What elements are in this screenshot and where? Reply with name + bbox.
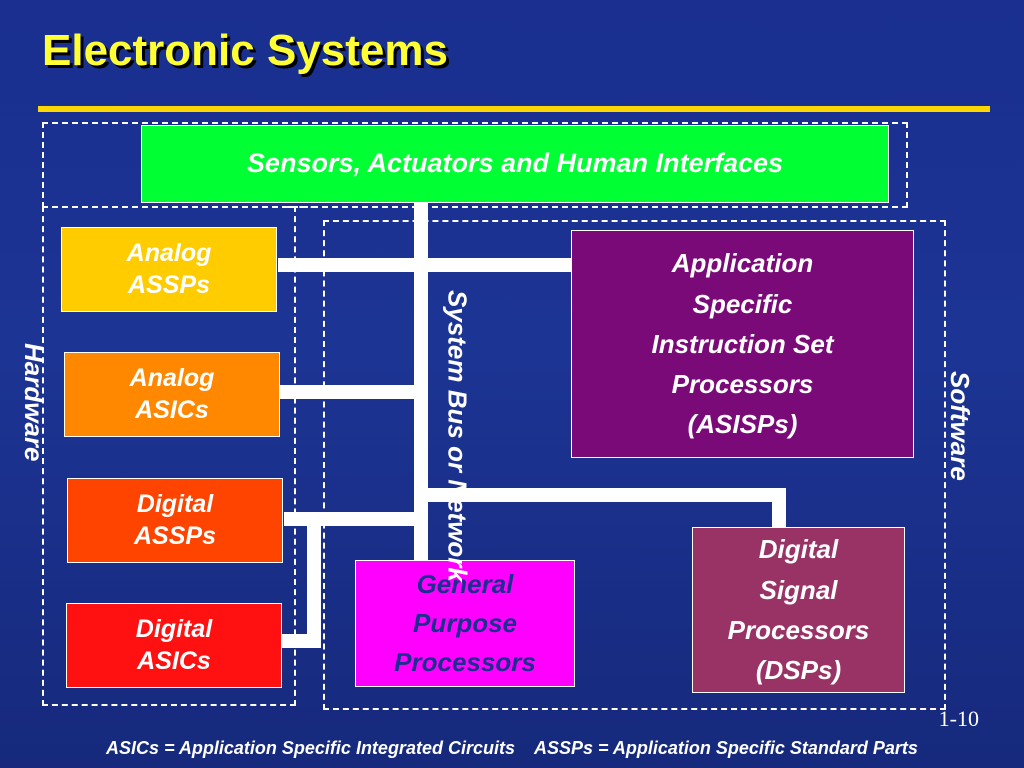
page-number: 1-10 [938,706,979,731]
asisps-line2: Specific [692,288,793,319]
wire-analog-assps [278,258,572,272]
gpp-line3: Processors [394,647,536,677]
software-region [323,220,946,710]
gpp-box: General Purpose Processors [355,560,575,687]
dsp-line2: Signal [759,574,838,605]
analog-assps-line1: Analog [126,239,212,268]
wire-dsp-vertical [772,488,786,530]
sensors-actuators-label: Sensors, Actuators and Human Interfaces [246,148,784,179]
bus-trunk [414,202,428,560]
hardware-region-middle [288,206,328,210]
wire-digital-asics-vertical [307,518,321,646]
asisps-box: Application Specific Instruction Set Pro… [571,230,914,458]
hardware-region [42,122,908,208]
dsp-line1: Digital [758,534,839,565]
wire-analog-asics [280,385,420,399]
asisps-line3: Instruction Set [651,328,834,359]
system-bus-label-line1: System Bus [442,290,473,439]
asisps-line5: (ASISPs) [687,409,798,440]
asisps-line4: Processors [671,369,814,400]
digital-asics-line1: Digital [135,615,213,644]
gpp-line2: Purpose [412,608,518,638]
system-bus-label: System Bus or Network [442,290,473,582]
wire-digital-assps [284,512,420,526]
dsp-line3: Processors [727,615,870,645]
footer-assps-definition: ASSPs = Application Specific Standard Pa… [533,738,918,758]
asisps-line1: Application [671,248,814,279]
analog-asics-line1: Analog [129,364,215,393]
wire-dsp-horizontal [420,488,786,502]
title-underline [38,106,990,112]
digital-asics-line2: ASICs [137,646,211,675]
wire-digital-asics-horizontal [282,634,321,648]
footer-asics-definition: ASICs = Application Specific Integrated … [106,738,515,758]
analog-asics-line2: ASICs [135,395,209,424]
page-title: Electronic Systems [42,26,448,75]
dsp-box: Digital Signal Processors (DSPs) [692,527,905,693]
footer-definitions: ASICs = Application Specific Integrated … [0,738,1024,759]
gpp-line1: General [416,569,514,599]
sensors-actuators-box: Sensors, Actuators and Human Interfaces [141,125,889,203]
dsp-line4: (DSPs) [755,655,842,686]
hardware-region-left [42,206,296,706]
system-bus-label-line2: or Network [442,446,473,582]
software-label: Software [945,371,975,481]
hardware-label: Hardware [19,343,49,462]
digital-assps-line1: Digital [136,490,214,519]
analog-assps-line2: ASSPs [128,270,210,299]
digital-assps-line2: ASSPs [134,521,216,550]
